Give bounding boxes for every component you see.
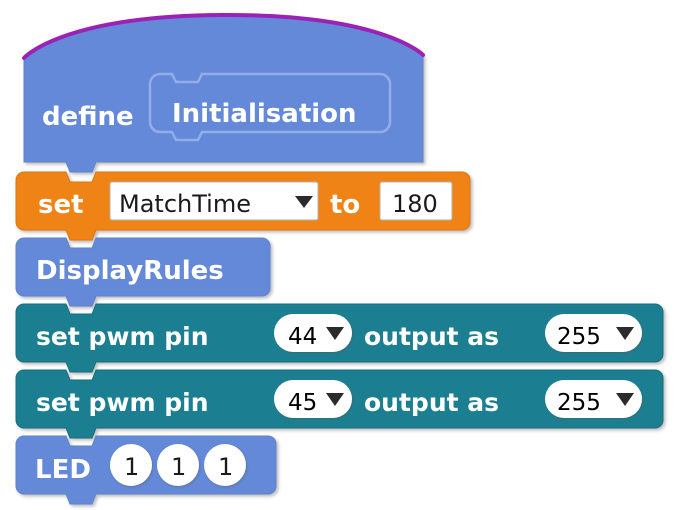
define-block[interactable]: define Initialisation — [22, 12, 425, 173]
led-value-field-3[interactable]: 1 — [204, 444, 246, 486]
pwm-block-1[interactable]: set pwm pin 44 output as 255 — [15, 303, 664, 373]
chevron-down-icon[interactable] — [326, 327, 344, 340]
led-value-1: 1 — [124, 453, 139, 481]
pwm-block-2[interactable]: set pwm pin 45 output as 255 — [15, 369, 664, 439]
pwm-block-2-mid-label: output as — [364, 388, 499, 417]
pwm-block-2-pin-dropdown[interactable]: 45 — [274, 380, 352, 418]
define-block-arc-highlight — [22, 12, 425, 60]
pwm-block-1-value: 255 — [557, 324, 601, 350]
pwm-block-2-value-dropdown-bg[interactable] — [545, 380, 642, 418]
variable-dropdown-value: MatchTime — [119, 190, 251, 218]
set-variable-block[interactable]: set MatchTime to 180 — [15, 171, 471, 241]
pwm-block-1-pin-dropdown[interactable]: 44 — [274, 314, 352, 352]
to-label: to — [330, 190, 360, 220]
led-value-3: 1 — [218, 453, 233, 481]
led-value-2: 1 — [171, 453, 186, 481]
led-value-field-2-bg[interactable] — [157, 444, 199, 486]
pwm-block-2-pin-dropdown-bg[interactable] — [274, 380, 352, 418]
led-value-field-1[interactable]: 1 — [110, 444, 152, 486]
pwm-block-1-mid-label: output as — [364, 322, 499, 351]
value-field[interactable]: 180 — [379, 181, 453, 221]
led-value-field-1-bg[interactable] — [110, 444, 152, 486]
led-block[interactable]: LED 1 1 1 — [15, 435, 277, 505]
display-rules-block[interactable]: DisplayRules — [15, 237, 271, 307]
pwm-block-1-prefix-label: set pwm pin — [36, 322, 209, 351]
led-value-field-3-bg[interactable] — [204, 444, 246, 486]
chevron-down-icon[interactable] — [616, 393, 634, 406]
value-field-bg[interactable] — [379, 181, 453, 221]
chevron-down-icon[interactable] — [326, 393, 344, 406]
pwm-block-2-pin-value: 45 — [288, 390, 317, 416]
procedure-name-stub[interactable] — [148, 72, 392, 142]
pwm-block-1-pin-dropdown-bg[interactable] — [274, 314, 352, 352]
variable-dropdown-bg[interactable] — [109, 181, 319, 221]
value-field-text: 180 — [392, 190, 438, 218]
pwm-block-1-value-dropdown[interactable]: 255 — [545, 314, 642, 352]
define-label: define — [42, 102, 134, 132]
pwm-block-2-prefix-label: set pwm pin — [36, 388, 209, 417]
pwm-block-2-value-dropdown[interactable]: 255 — [545, 380, 642, 418]
display-rules-label: DisplayRules — [36, 256, 224, 286]
led-value-field-2[interactable]: 1 — [157, 444, 199, 486]
pwm-block-1-value-dropdown-bg[interactable] — [545, 314, 642, 352]
chevron-down-icon[interactable] — [616, 327, 634, 340]
pwm-block-2-value: 255 — [557, 390, 601, 416]
pwm-block-1-pin-value: 44 — [288, 324, 317, 350]
led-label: LED — [35, 455, 91, 485]
set-label: set — [38, 190, 84, 220]
variable-dropdown[interactable]: MatchTime — [109, 181, 319, 221]
chevron-down-icon[interactable] — [295, 196, 313, 208]
procedure-name-label: Initialisation — [172, 99, 357, 129]
display-rules-block-body[interactable] — [15, 237, 271, 307]
